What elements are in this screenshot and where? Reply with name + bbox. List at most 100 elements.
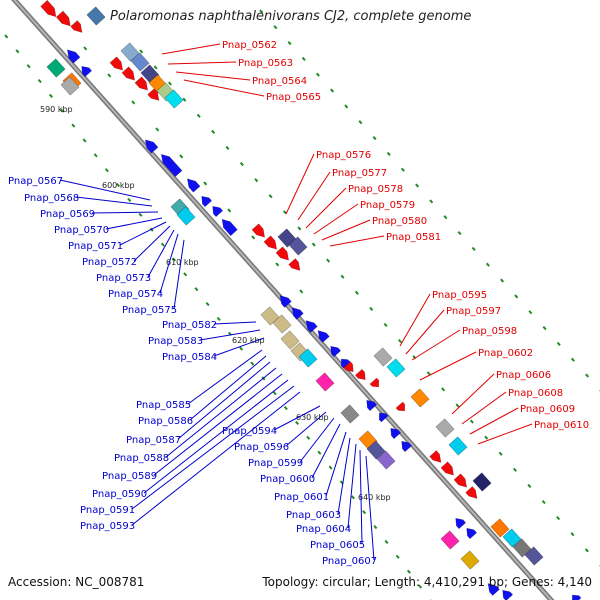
reverse-gene <box>279 295 292 308</box>
reverse-gene <box>378 412 389 423</box>
gene-label-forward: Pnap_0597 <box>446 306 501 317</box>
track-dot <box>131 100 136 105</box>
forward-gene <box>369 377 380 388</box>
track-dot <box>315 72 320 77</box>
callout-line <box>213 337 265 357</box>
genome-title: Polaromonas naphthalenivorans CJ2, compl… <box>110 9 472 24</box>
reverse-gene <box>455 517 467 530</box>
callout-line <box>105 217 163 230</box>
forward-gene <box>275 246 290 261</box>
gene-box <box>60 76 80 96</box>
forward-gene <box>55 10 71 27</box>
track-dot <box>541 499 546 505</box>
gene-box <box>373 347 393 367</box>
track-dot <box>4 34 9 39</box>
track-dot <box>317 450 322 455</box>
gene-label-forward: Pnap_0564 <box>252 76 307 87</box>
gene-box <box>272 314 292 334</box>
gene-label-forward: Pnap_0602 <box>478 348 533 359</box>
track-dot <box>182 97 187 102</box>
kbp-marker: 600 kbp <box>102 181 135 190</box>
callout-line <box>189 355 267 421</box>
gene-label-reverse: Pnap_0572 <box>82 257 137 268</box>
track-dot <box>26 64 31 69</box>
callout-line <box>165 367 277 458</box>
track-dot <box>384 539 389 544</box>
track-dot <box>528 310 533 315</box>
gene-label-forward: Pnap_0562 <box>222 40 277 51</box>
callout-line <box>325 431 347 497</box>
gene-label-forward: Pnap_0580 <box>372 216 427 227</box>
track-dot <box>194 287 199 292</box>
track-dot <box>443 215 448 220</box>
forward-gene <box>121 66 136 81</box>
callout-line <box>173 239 185 310</box>
kbp-marker: 610 kbp <box>166 258 199 267</box>
forward-gene <box>465 486 478 499</box>
gene-label-reverse: Pnap_0605 <box>310 540 365 551</box>
callout-line <box>153 373 283 476</box>
track-dot <box>203 181 208 186</box>
gene-box <box>490 518 510 538</box>
track-dot <box>283 406 288 411</box>
reverse-gene <box>340 358 351 369</box>
callout-line <box>199 329 261 341</box>
gene-label-reverse: Pnap_0594 <box>222 426 277 437</box>
gene-label-reverse: Pnap_0571 <box>68 241 123 252</box>
callout-line <box>321 219 371 241</box>
gene-box <box>448 436 468 456</box>
callout-line <box>187 349 263 405</box>
gene-box <box>410 388 430 408</box>
reverse-gene <box>160 153 183 178</box>
gene-label-reverse: Pnap_0575 <box>122 305 177 316</box>
reverse-gene <box>466 527 478 540</box>
reverse-gene <box>330 345 342 358</box>
kbp-marker: 640 kbp <box>358 493 391 502</box>
track-dot <box>398 339 402 344</box>
gene-label-forward: Pnap_0606 <box>496 370 551 381</box>
gene-label-reverse: Pnap_0590 <box>92 489 147 500</box>
track-dot <box>301 56 306 61</box>
callout-line <box>347 443 357 529</box>
callout-line <box>131 385 295 510</box>
callout-line <box>161 43 221 55</box>
gene-label-forward: Pnap_0598 <box>462 326 517 337</box>
gene-label-reverse: Pnap_0593 <box>80 521 135 532</box>
track-dot <box>344 104 349 109</box>
gene-label-reverse: Pnap_0596 <box>234 442 289 453</box>
track-dot <box>239 161 244 167</box>
gene-label-reverse: Pnap_0591 <box>80 505 135 516</box>
track-dot <box>273 25 278 30</box>
gene-label-forward: Pnap_0576 <box>316 150 371 161</box>
track-dot <box>239 346 244 351</box>
track-dot <box>372 136 377 141</box>
gene-box <box>460 550 480 570</box>
reverse-gene <box>317 330 330 343</box>
track-dot <box>513 467 517 472</box>
callout-line <box>59 179 151 201</box>
callout-line <box>213 321 257 325</box>
gene-label-forward: Pnap_0579 <box>360 200 415 211</box>
gene-label-reverse: Pnap_0567 <box>8 176 63 187</box>
callout-line <box>313 203 359 235</box>
gene-box <box>366 440 386 460</box>
gene-label-reverse: Pnap_0587 <box>126 435 181 446</box>
gene-label-reverse: Pnap_0607 <box>322 556 377 567</box>
track-dot <box>527 483 532 488</box>
forward-gene <box>109 56 124 71</box>
reverse-gene <box>502 589 514 600</box>
gene-label-reverse: Pnap_0600 <box>260 474 315 485</box>
kbp-marker: 620 kbp <box>232 336 265 345</box>
track-dot <box>299 289 304 294</box>
track-dot <box>498 451 503 456</box>
track-dot <box>254 178 259 183</box>
track-dot <box>395 554 400 559</box>
gene-box <box>340 404 360 424</box>
track-dot <box>570 357 575 362</box>
track-dot <box>426 371 431 376</box>
gene-label-reverse: Pnap_0569 <box>40 209 95 220</box>
track-dot <box>168 81 172 86</box>
kbp-marker: 630 kbp <box>296 413 329 422</box>
gene-box <box>46 58 66 78</box>
